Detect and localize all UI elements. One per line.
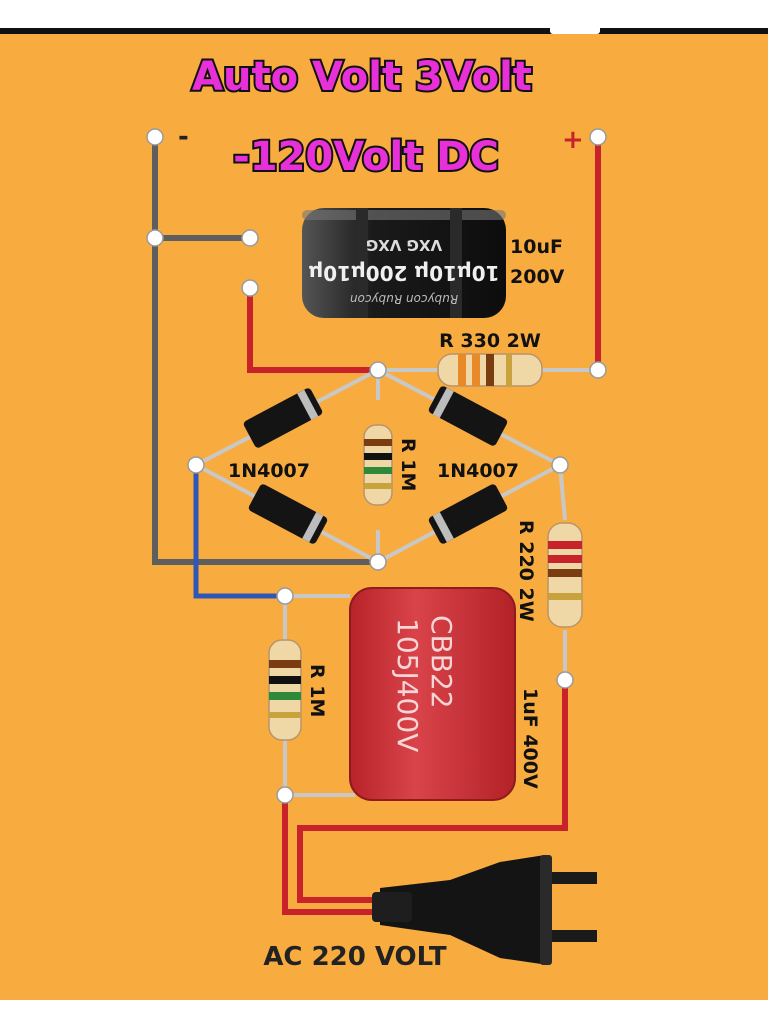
diode-top-left [243,388,323,448]
diode-bottom-left [248,484,328,544]
wire-ac-1 [297,680,568,903]
diode-top-right [428,386,508,446]
capacitor-value-label: 10uF [510,236,563,258]
positive-terminal-sign: + [562,125,584,155]
film-capacitor-label: 1uF 400V [519,688,541,789]
resistor-330-label: R 330 2W [439,330,541,352]
diode-bottom-right [428,484,508,544]
top-border [0,28,768,34]
electrolytic-capacitor: VXG VXG 10µ10µ 200µ10µ Rubycon Rubycon [302,208,506,318]
resistor-220-label: R 220 2W [515,520,537,622]
plug-label: AC 220 VOLT [263,942,447,972]
capacitor-text-brand: Rubycon Rubycon [350,292,458,306]
wire-negative-rail [152,137,378,565]
top-tab [550,22,600,34]
film-capacitor-line2: 105J400V [391,618,424,752]
wire-capacitor-to-bridge [247,288,378,373]
capacitor-text-top: VXG VXG [366,236,442,254]
resistor-bridge-1m [363,424,393,506]
diagram-background [0,30,768,1000]
capacitor-text-mid: 10µ10µ 200µ10µ [308,261,499,285]
diode-left-label: 1N4007 [228,460,310,482]
film-capacitor-line1: CBB22 [425,615,458,709]
resistor-bridge-label: R 1M [397,438,419,491]
wire-ac-2 [282,795,380,915]
diode-right-label: 1N4007 [437,460,519,482]
capacitor-voltage-label: 200V [510,266,565,288]
ac-plug [372,855,597,965]
film-capacitor [349,587,516,801]
resistor-bottom-1m [268,639,302,741]
resistor-330 [437,353,543,387]
wire-blue [193,465,285,599]
junction-dots [146,128,607,804]
negative-terminal-sign: - [178,122,189,152]
title-line-2: -120Volt DC [233,134,499,180]
resistor-bottom-label: R 1M [306,664,328,717]
title-line-1: Auto Volt 3Volt [192,54,532,100]
resistor-220 [547,522,583,628]
